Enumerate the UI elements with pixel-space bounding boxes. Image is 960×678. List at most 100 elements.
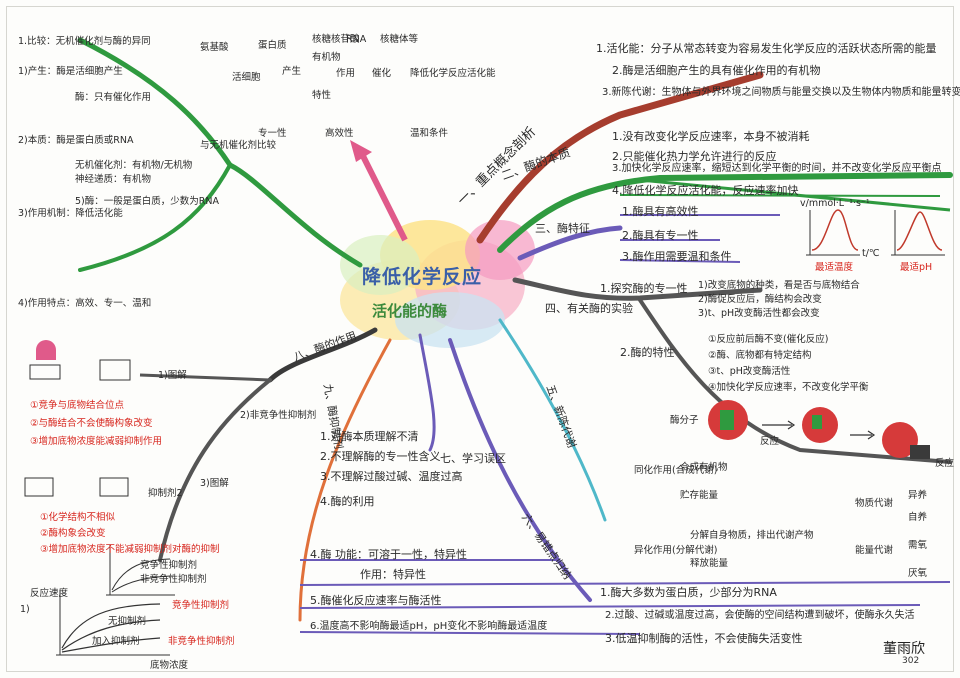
red-note-1: ②与酶结合不会使酶构象改变 [30, 418, 153, 429]
top-word-13: 有机物 [312, 52, 341, 63]
enzyme-diagram [708, 400, 930, 459]
essence-4: 4.降低化学反应活化能，反应速率加快 [612, 184, 799, 197]
essence-2: 2.只能催化热力学允许进行的反应 [612, 150, 777, 163]
signature: 董雨欣 [883, 641, 925, 657]
misconception-1: 1.对酶本质理解不清 [320, 430, 419, 443]
inhibit-3: 竞争性抑制剂 [140, 560, 198, 571]
left-head: 1.比较：无机催化剂与酶的异同 [18, 36, 151, 47]
center-title: 降低化学反应 [362, 266, 483, 288]
red-note-5: ③增加底物浓度不能减弱抑制剂对酶的抑制 [40, 544, 220, 555]
metab-matter: 物质代谢 [855, 498, 894, 509]
top-word-14: 特性 [312, 90, 332, 101]
feature-1: 1.酶具有高效性 [622, 205, 699, 218]
left-line-8: 神经递质：有机物 [75, 174, 152, 185]
graph-inhibitor-2 [106, 545, 175, 596]
misconception-3: 3.不理解过酸过碱、温度过高 [320, 470, 463, 483]
prop-3: 5.酶催化反应速率与酶活性 [310, 594, 442, 607]
exp2-2: ②酶、底物都有特定结构 [708, 350, 812, 361]
misconception-2: 2.不理解酶的专一性含义 [320, 450, 441, 463]
left-line-1: 2)本质：酶是蛋白质或RNA [18, 135, 134, 146]
metab-item-1: 合成有机物 [680, 462, 728, 473]
left-line-7: 无机催化剂：有机物/无机物 [75, 160, 193, 171]
top-word-2: 核糖核苷酸 [312, 34, 360, 45]
exp-label-2: 反应 [760, 436, 780, 447]
exp2-0: 2.酶的特性 [620, 346, 675, 359]
left-line-5: 酶：只有催化作用 [75, 92, 152, 103]
top-word-4: 核糖体等 [380, 34, 419, 45]
branch-label-3: 三、酶特征 [535, 222, 590, 235]
concept-1: 1.活化能：分子从常态转变为容易发生化学反应的活跃状态所需的能量 [596, 42, 937, 55]
top-word-3: RNA [346, 34, 367, 45]
lock-key-sketch [24, 339, 131, 497]
metab-item-4: 释放能量 [690, 558, 729, 569]
branch-label-7: 七、学习误区 [440, 452, 506, 465]
page-number: 302 [902, 656, 920, 666]
error-2: 2.过酸、过碱或温度过高，会使酶的空间结构遭到破坏，使酶永久失活 [605, 610, 915, 621]
prop-4: 6.温度高不影响酶最适pH，pH变化不影响酶最适温度 [310, 621, 548, 632]
exp1-1: 1)改变底物的种类，看是否与底物结合 [698, 280, 860, 291]
concept-2: 2.酶是活细胞产生的具有催化作用的有机物 [612, 64, 821, 77]
exp2-3: ③t、pH改变酶活性 [708, 366, 791, 377]
metab-side-2: 厌氧 [908, 568, 928, 579]
graph-label-5: 加入抑制剂 [92, 636, 140, 647]
top-word-10: 高效性 [325, 128, 354, 139]
left-line-0: 1)产生：酶是活细胞产生 [18, 66, 123, 77]
inhibit-0: 1)图解 [158, 370, 187, 381]
top-word-1: 蛋白质 [258, 40, 287, 51]
left-line-4: 5)酶：一般是蛋白质，少数为RNA [75, 196, 219, 207]
misconception-4: 4.酶的利用 [320, 495, 375, 508]
feature-3: 3.酶作用需要温和条件 [622, 250, 732, 263]
metab-side-3: 异养 [908, 490, 928, 501]
feature-2: 2.酶具有专一性 [622, 229, 699, 242]
exp1-0: 1.探究酶的专一性 [600, 282, 688, 295]
red-note-0: ①竞争与底物结合位点 [30, 400, 125, 411]
top-word-9: 专一性 [258, 128, 287, 139]
top-word-11: 温和条件 [410, 128, 449, 139]
metab-item-2: 贮存能量 [680, 490, 719, 501]
metab-side-4: 自养 [908, 512, 928, 523]
exp1-2: 2)酶促反应后，酶结构会改变 [698, 294, 822, 305]
feature-extra-3: v/mmol·L⁻¹·s⁻¹ [800, 198, 870, 209]
essence-1: 1.没有改变化学反应速率，本身不被消耗 [612, 130, 810, 143]
left-line-2: 3)作用机制：降低活化能 [18, 208, 123, 219]
branch-label-4: 四、有关酶的实验 [545, 302, 633, 315]
graph-label-3: 竞争性抑制剂 [172, 600, 230, 611]
inhibit-2: 3)图解 [200, 478, 229, 489]
feature-extra-2: 最适pH [900, 262, 933, 273]
inhibit-5: 抑制剂2 [148, 488, 183, 499]
top-word-6: 产生 [282, 66, 302, 77]
top-word-12: 降低化学反应活化能 [410, 68, 496, 79]
exp-label-1: 酶分子 [670, 415, 699, 426]
exp-label-3: 反应 [935, 458, 955, 469]
red-note-2: ③增加底物浓度能减弱抑制作用 [30, 436, 163, 447]
error-1: 1.酶大多数为蛋白质，少部分为RNA [600, 586, 777, 599]
graph-label-1: 反应速度 [30, 588, 69, 599]
exp2-1: ①反应前后酶不变(催化反应) [708, 334, 829, 345]
graph-label-4: 非竞争性抑制剂 [168, 636, 235, 647]
graph-label-6: 无抑制剂 [108, 616, 147, 627]
left-line-3: 4)作用特点：高效、专一、温和 [18, 298, 152, 309]
curve-ph [891, 210, 945, 256]
exp1-3: 3)t、pH改变酶活性都会改变 [698, 308, 820, 319]
feature-extra-4: t/℃ [862, 248, 880, 259]
exp2-4: ④加快化学反应速率，不改变化学平衡 [708, 382, 869, 393]
feature-extra-1: 最适温度 [815, 262, 854, 273]
error-3: 3.低温抑制酶的活性，不会使酶失活变性 [605, 632, 803, 645]
prop-1: 4.酶 功能：可溶于一性，特异性 [310, 548, 467, 561]
prop-2: 作用：特异性 [360, 568, 426, 581]
top-word-7: 作用 [336, 68, 356, 79]
center-subtitle: 活化能的酶 [372, 302, 448, 320]
metab-energy: 能量代谢 [855, 545, 894, 556]
left-line-6: 与无机催化剂比较 [200, 140, 277, 151]
paper-border [6, 6, 954, 672]
graph-label-0: 1) [20, 604, 30, 615]
top-word-5: 活细胞 [232, 72, 261, 83]
graph-label-2: 底物浓度 [150, 660, 189, 671]
concept-3: 3.新陈代谢：生物体与外界环境之间物质与能量交换以及生物体内物质和能量转变过程 [602, 87, 960, 98]
red-note-3: ①化学结构不相似 [40, 512, 116, 523]
inhibit-1: 2)非竞争性抑制剂 [240, 410, 317, 421]
graph-inhibitor [56, 590, 170, 656]
metab-label-2: 异化作用(分解代谢) [634, 545, 718, 556]
